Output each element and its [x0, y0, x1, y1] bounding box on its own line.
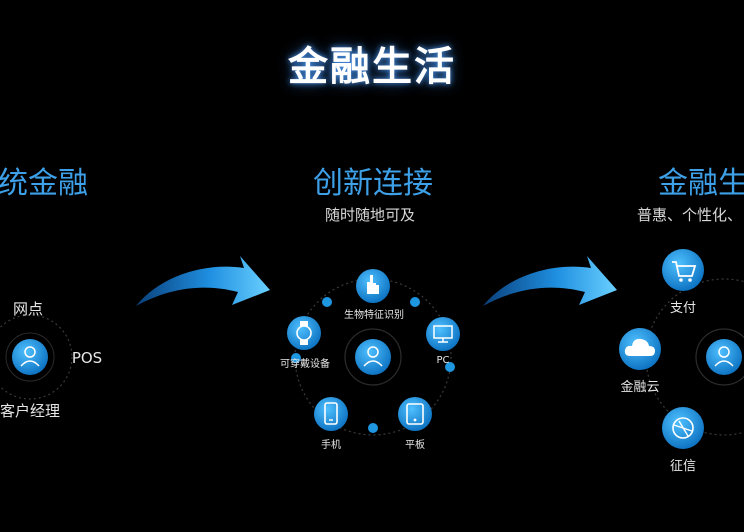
smartphone-icon — [314, 397, 348, 431]
user-icon — [706, 339, 742, 375]
traditional-cluster — [0, 314, 73, 400]
payment-label: 支付 — [669, 301, 697, 316]
phone-label: 手机 — [321, 440, 341, 451]
user-icon — [355, 339, 391, 375]
tablet-icon — [398, 397, 432, 431]
innovative-inner-ring — [344, 328, 402, 386]
monitor-icon — [426, 317, 460, 351]
pc-label: PC — [436, 355, 450, 366]
innovative-connection-title: 创新连接 — [313, 166, 433, 201]
tablet-label: 平板 — [405, 440, 425, 451]
orbit-dot — [445, 362, 455, 372]
pos-label: POS — [71, 349, 103, 367]
smartwatch-icon — [287, 316, 321, 350]
financial-life-orbit — [645, 278, 744, 436]
wearable-label: 可穿戴设备 — [280, 359, 330, 370]
credit-label: 征信 — [669, 459, 697, 474]
page-title: 金融生活 — [288, 44, 456, 90]
financial-life-cluster — [619, 249, 744, 449]
financial-life-title: 金融生 — [658, 166, 744, 201]
account-manager-label: 客户经理 — [0, 402, 61, 420]
cloud-icon — [619, 328, 661, 370]
orbit-dot — [410, 297, 420, 307]
traditional-orbit — [0, 314, 73, 400]
orbit-dot — [291, 353, 301, 363]
arrow-right-icon — [483, 256, 617, 306]
traditional-finance-title: 统金融 — [0, 166, 88, 201]
globe-plane-icon — [662, 407, 704, 449]
orbit-dot — [322, 297, 332, 307]
innovative-cluster — [287, 269, 460, 436]
financial-life-inner-ring — [695, 328, 744, 386]
shopping-cart-icon — [662, 249, 704, 291]
hand-icon — [356, 269, 390, 303]
financial-cloud-label: 金融云 — [620, 380, 660, 395]
arrow-right-icon — [136, 256, 270, 306]
innovative-connection-subtitle: 随时随地可及 — [325, 206, 416, 224]
orbit-dot — [368, 423, 378, 433]
outlet-label: 网点 — [12, 300, 44, 318]
financial-life-subtitle: 普惠、个性化、 — [637, 206, 743, 224]
user-icon — [12, 339, 48, 375]
biometric-label: 生物特征识别 — [344, 310, 404, 321]
traditional-inner-ring — [5, 332, 55, 382]
